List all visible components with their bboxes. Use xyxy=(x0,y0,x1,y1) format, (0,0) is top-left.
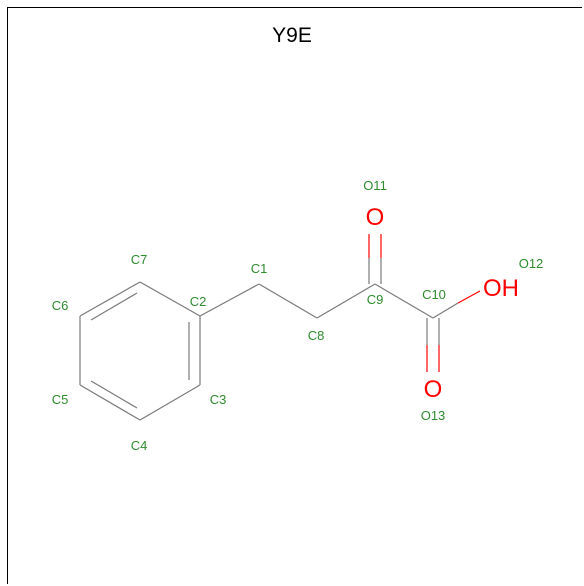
atom-label-c7: C7 xyxy=(131,252,148,267)
bond-c2-c7 xyxy=(139,281,201,317)
bond-c8-c9 xyxy=(316,283,376,319)
bond-c9-c10 xyxy=(374,283,434,319)
bond-c10-o13-double xyxy=(426,318,440,372)
atom-label-c2: C2 xyxy=(190,294,207,309)
atom-label-c1: C1 xyxy=(251,261,268,276)
oxygen-o13-symbol: O xyxy=(424,376,443,403)
drawing-frame xyxy=(7,7,582,584)
bond-c1-c8 xyxy=(258,283,318,319)
atom-label-o13: O13 xyxy=(421,408,446,423)
atom-label-o12: O12 xyxy=(519,256,544,271)
bond-c5-c4 xyxy=(79,384,141,421)
atom-label-c10: C10 xyxy=(422,287,446,302)
atom-label-c4: C4 xyxy=(131,438,148,453)
bond-c2-c1 xyxy=(199,283,260,317)
atom-label-o11: O11 xyxy=(363,178,387,193)
oxygen-o11-symbol: O xyxy=(366,204,385,231)
hydroxyl-o12-symbol: OH xyxy=(483,275,519,302)
atom-label-c8: C8 xyxy=(308,328,325,343)
atom-label-c6: C6 xyxy=(52,298,69,313)
atom-label-c3: C3 xyxy=(210,392,227,407)
aromatic-inner-c7-c6 xyxy=(90,292,138,321)
molecule-title: Y9E xyxy=(272,24,312,47)
benzene-ring xyxy=(79,281,201,421)
atom-label-c9: C9 xyxy=(367,292,384,307)
aromatic-inner-c5-c4 xyxy=(90,380,138,409)
bond-c7-c6 xyxy=(79,281,141,317)
bond-c10-o12 xyxy=(432,290,481,319)
bond-c4-c3 xyxy=(139,384,201,421)
atom-label-c5: C5 xyxy=(52,392,69,407)
bond-c9-o11-double xyxy=(368,234,382,284)
